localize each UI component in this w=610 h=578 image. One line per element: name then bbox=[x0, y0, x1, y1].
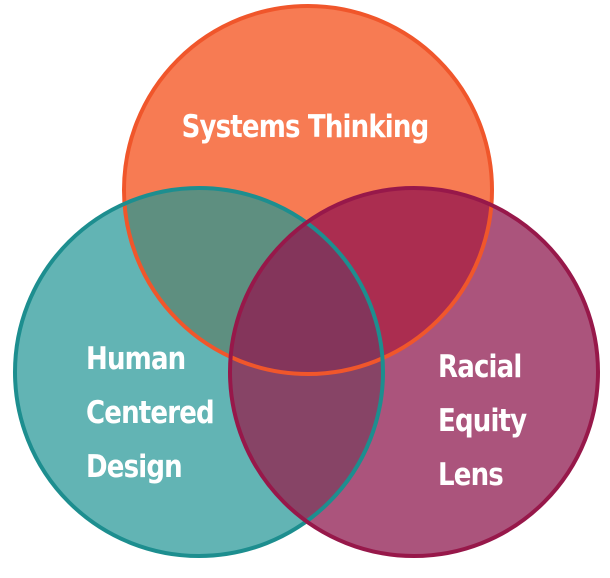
racial-equity-lens-label-line-3: Lens bbox=[438, 457, 504, 493]
racial-equity-lens-label-line-2: Equity bbox=[438, 403, 527, 439]
human-centered-design-label-line-2: Centered bbox=[86, 395, 215, 431]
systems-thinking-label: Systems Thinking bbox=[49, 100, 561, 154]
human-centered-design-outline bbox=[13, 186, 385, 558]
systems-thinking-outline bbox=[122, 4, 494, 376]
racial-equity-lens-outline bbox=[228, 186, 600, 558]
human-centered-design-label-line-3: Design bbox=[86, 449, 183, 485]
human-centered-design-label-line-1: Human bbox=[86, 341, 186, 377]
systems-thinking-label-line: Systems Thinking bbox=[181, 109, 430, 145]
human-centered-design-label: Human Centered Design bbox=[86, 332, 215, 494]
racial-equity-lens-label-line-1: Racial bbox=[438, 349, 522, 385]
racial-equity-lens-label: Racial Equity Lens bbox=[438, 340, 527, 502]
overlap-all-three bbox=[230, 188, 383, 374]
